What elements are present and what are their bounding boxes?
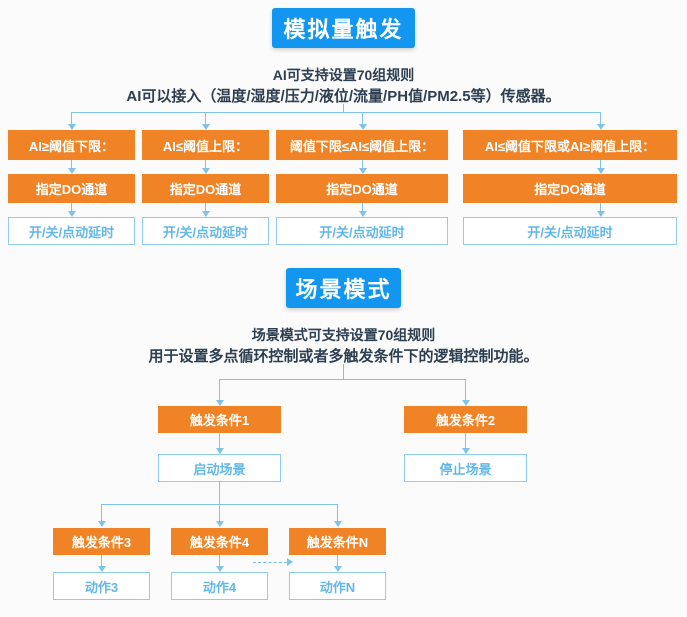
- analog-action-3[interactable]: 开/关/点动延时: [276, 217, 448, 245]
- scene-action-4[interactable]: 动作4: [171, 572, 268, 600]
- analog-connector-1a: [71, 160, 72, 173]
- scene-subn-connector: [337, 555, 338, 571]
- scene-trigger-4[interactable]: 触发条件4: [171, 528, 268, 555]
- scene-trigger-1[interactable]: 触发条件1: [158, 406, 281, 433]
- section-description-scene-mode: 场景模式可支持设置70组规则 用于设置多点循环控制或者多触发条件下的逻辑控制功能…: [0, 325, 687, 367]
- analog-connector-2a: [205, 160, 206, 173]
- scene-sub3-connector-arrow: [98, 566, 106, 572]
- scene-result-stop[interactable]: 停止场景: [404, 454, 527, 482]
- analog-connector-arrow-4b: [597, 211, 605, 217]
- scene-action-3[interactable]: 动作3: [53, 572, 150, 600]
- analog-action-1[interactable]: 开/关/点动延时: [8, 217, 135, 245]
- analog-connector-3b: [362, 203, 363, 216]
- section-description-analog-trigger: AI可支持设置70组规则 AI可以接入（温度/湿度/压力/液位/流量/PH值/P…: [0, 65, 687, 107]
- analog-drop-arrow-1: [68, 124, 76, 130]
- scene-action-n[interactable]: 动作N: [289, 572, 386, 600]
- scene-drop-arrow-left: [216, 400, 224, 406]
- section-title-scene-mode: 场景模式: [286, 268, 401, 308]
- analog-connector-2b: [205, 203, 206, 216]
- scene-trigger-2[interactable]: 触发条件2: [404, 406, 527, 433]
- scene-trigger-n[interactable]: 触发条件N: [289, 528, 386, 555]
- scene-right-connector: [465, 433, 466, 453]
- analog-connector-arrow-2b: [202, 211, 210, 217]
- analog-connector-arrow-1a: [68, 168, 76, 174]
- scene-sub-drop-arrow-n: [334, 521, 342, 527]
- scene-drop-right: [465, 379, 466, 404]
- analog-drop-2: [205, 112, 206, 126]
- analog-connector-4a: [600, 160, 601, 173]
- scene-left-connector: [219, 433, 220, 453]
- analog-channel-3[interactable]: 指定DO通道: [276, 174, 448, 203]
- scene-right-connector-arrow: [462, 448, 470, 454]
- scene-sub-drop-3: [101, 504, 102, 526]
- analog-channel-1[interactable]: 指定DO通道: [8, 174, 135, 203]
- section-title-analog-trigger: 模拟量触发: [272, 8, 415, 48]
- scene-sub-drop-arrow-3: [98, 521, 106, 527]
- scene-trunk-line: [343, 364, 344, 379]
- analog-channel-2[interactable]: 指定DO通道: [142, 174, 269, 203]
- analog-connector-4b: [600, 203, 601, 216]
- scene-split-bar: [219, 379, 466, 380]
- analog-connector-arrow-2a: [202, 168, 210, 174]
- analog-drop-arrow-2: [202, 124, 210, 130]
- scene-drop-arrow-right: [462, 400, 470, 406]
- scene-left-connector-arrow: [216, 448, 224, 454]
- analog-connector-arrow-3b: [359, 211, 367, 217]
- analog-desc-line1: AI可支持设置70组规则: [272, 67, 415, 83]
- analog-connector-3a: [362, 160, 363, 173]
- analog-condition-4[interactable]: AI≤阈值下限或AI≥阈值上限：: [463, 130, 677, 160]
- scene-sub4-connector-arrow: [216, 566, 224, 572]
- scene-trigger-3[interactable]: 触发条件3: [53, 528, 150, 555]
- analog-action-4[interactable]: 开/关/点动延时: [463, 217, 677, 245]
- analog-drop-3: [362, 112, 363, 126]
- scene-continuation-arrow: [287, 558, 293, 566]
- scene-subn-connector-arrow: [334, 566, 342, 572]
- scene-continuation-dashed-line: [253, 562, 287, 563]
- analog-channel-4[interactable]: 指定DO通道: [463, 174, 677, 203]
- scene-sub3-connector: [101, 555, 102, 571]
- analog-action-2[interactable]: 开/关/点动延时: [142, 217, 269, 245]
- analog-desc-line2: AI可以接入（温度/湿度/压力/液位/流量/PH值/PM2.5等）传感器。: [126, 88, 561, 105]
- scene-desc-line2: 用于设置多点循环控制或者多触发条件下的逻辑控制功能。: [148, 348, 539, 365]
- analog-drop-arrow-3: [359, 124, 367, 130]
- scene-sub-trunk: [219, 482, 220, 504]
- analog-distribution-bar: [71, 112, 600, 113]
- scene-desc-line1: 场景模式可支持设置70组规则: [251, 327, 436, 343]
- analog-drop-1: [71, 112, 72, 126]
- analog-connector-arrow-1b: [68, 211, 76, 217]
- scene-sub-drop-n: [337, 504, 338, 526]
- analog-connector-1b: [71, 203, 72, 216]
- analog-condition-3[interactable]: 阈值下限≤AI≤阈值上限：: [276, 130, 448, 160]
- analog-drop-arrow-4: [597, 124, 605, 130]
- analog-drop-4: [600, 112, 601, 126]
- analog-condition-1[interactable]: AI≥阈值下限：: [8, 130, 135, 160]
- analog-connector-arrow-4a: [597, 168, 605, 174]
- analog-condition-2[interactable]: AI≤阈值上限：: [142, 130, 269, 160]
- scene-sub-drop-arrow-4: [216, 521, 224, 527]
- scene-result-start[interactable]: 启动场景: [158, 454, 281, 482]
- scene-sub-drop-4: [219, 504, 220, 526]
- scene-sub4-connector: [219, 555, 220, 571]
- analog-connector-arrow-3a: [359, 168, 367, 174]
- scene-drop-left: [219, 379, 220, 404]
- analog-trunk-line: [343, 104, 344, 112]
